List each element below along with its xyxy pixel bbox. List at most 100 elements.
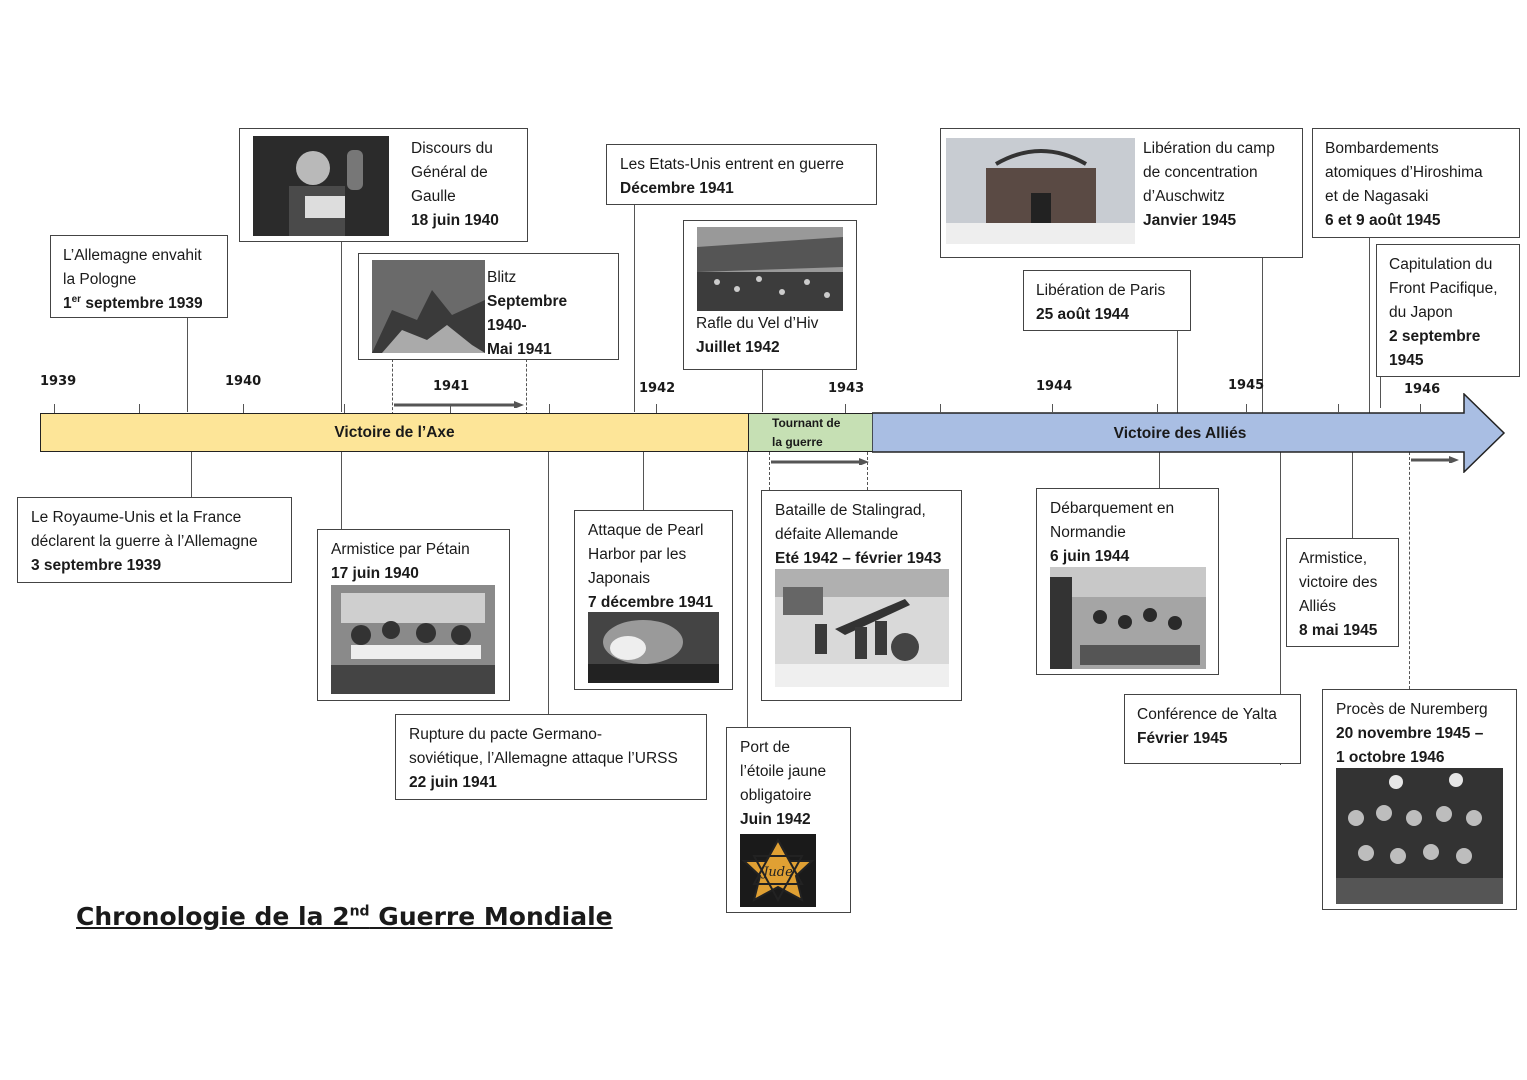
event-text: Les Etats-Unis entrent en guerre xyxy=(620,156,845,173)
year-1945: 1945 xyxy=(1228,378,1265,393)
tick xyxy=(1157,404,1158,413)
connector-declaration xyxy=(191,452,192,497)
event-date: 6 juin 1944 xyxy=(1050,548,1130,565)
event-etoile: Port de l’étoile jaune obligatoire Juin … xyxy=(726,727,851,913)
photo-vel-dhiv-icon xyxy=(697,227,843,311)
event-date: 17 juin 1940 xyxy=(331,565,419,582)
event-text: Bombardements xyxy=(1325,140,1439,157)
year-1941: 1941 xyxy=(433,379,470,394)
connector-veldhiv xyxy=(762,370,763,412)
connector-pearl xyxy=(643,452,644,510)
event-text: Rupture du pacte Germano- xyxy=(409,726,602,743)
tick-1943 xyxy=(845,404,846,413)
tick-1946 xyxy=(1420,404,1421,413)
event-paris: Libération de Paris 25 août 1944 xyxy=(1023,270,1191,331)
band-victoire-axe: Victoire de l’Axe xyxy=(40,413,748,452)
event-text: Armistice, xyxy=(1299,550,1368,567)
event-date: 6 et 9 août 1945 xyxy=(1325,212,1441,229)
event-text: d’Auschwitz xyxy=(1143,188,1225,205)
event-text: obligatoire xyxy=(740,787,812,804)
connector-blitz-start xyxy=(392,359,393,415)
tick-1942 xyxy=(656,404,657,413)
event-text: Bataille de Stalingrad, xyxy=(775,502,926,519)
event-text: Port de xyxy=(740,739,790,756)
tick-1941 xyxy=(450,404,451,413)
event-veldhiv: Rafle du Vel d’Hiv Juillet 1942 xyxy=(683,220,857,370)
event-date: 1er septembre 1939 xyxy=(63,293,203,312)
event-text: atomiques d’Hiroshima xyxy=(1325,164,1483,181)
event-date: Mai 1941 xyxy=(487,341,552,358)
event-date: 20 novembre 1945 – xyxy=(1336,725,1484,742)
connector-paris xyxy=(1177,330,1178,413)
event-pearl: Attaque de Pearl Harbor par les Japonais… xyxy=(574,510,733,690)
event-urss: Rupture du pacte Germano- soviétique, l’… xyxy=(395,714,707,800)
event-date: 18 juin 1940 xyxy=(411,212,499,229)
event-date: 1945 xyxy=(1389,352,1424,369)
connector-yalta xyxy=(1280,452,1281,765)
event-date: Juillet 1942 xyxy=(696,339,780,356)
event-date: 8 mai 1945 xyxy=(1299,622,1378,639)
event-text: victoire des xyxy=(1299,574,1378,591)
band-tournant: Tournant de la guerre xyxy=(748,413,873,452)
year-1943: 1943 xyxy=(828,381,865,396)
duration-arrow-nuremberg xyxy=(1411,456,1459,463)
connector-etoile xyxy=(747,452,748,727)
event-text: Normandie xyxy=(1050,524,1126,541)
band-tournant-l2: la guerre xyxy=(772,434,823,449)
event-date: Septembre 1940- xyxy=(487,293,568,334)
svg-text:Jude: Jude xyxy=(760,865,793,880)
photo-pearl-harbor-icon xyxy=(588,612,719,683)
connector-auschwitz xyxy=(1262,258,1263,413)
connector-pologne xyxy=(187,317,188,412)
yellow-star-icon: Jude xyxy=(740,834,816,907)
tick-1940 xyxy=(243,404,244,413)
event-blitz: Blitz Septembre 1940- Mai 1941 xyxy=(358,253,619,360)
event-date: Juin 1942 xyxy=(740,811,811,828)
event-date: Février 1945 xyxy=(1137,730,1228,747)
event-text: Capitulation du xyxy=(1389,256,1493,273)
connector-usa xyxy=(634,205,635,412)
connector-normandie xyxy=(1159,452,1160,488)
year-1939: 1939 xyxy=(40,374,77,389)
band-allies-arrow xyxy=(872,393,1506,473)
event-date: 7 décembre 1941 xyxy=(588,594,713,611)
event-text: Le Royaume-Unis et la France xyxy=(31,509,242,526)
connector-stalingrad-start xyxy=(769,452,770,490)
year-1946: 1946 xyxy=(1404,382,1441,397)
event-normandie: Débarquement en Normandie 6 juin 1944 xyxy=(1036,488,1219,675)
connector-degaulle xyxy=(341,242,342,412)
event-date: 22 juin 1941 xyxy=(409,774,497,791)
event-text: Procès de Nuremberg xyxy=(1336,701,1488,718)
event-auschwitz: Libération du camp de concentration d’Au… xyxy=(940,128,1303,258)
tick-1944 xyxy=(1052,404,1053,413)
tick xyxy=(1338,404,1339,413)
event-declaration: Le Royaume-Unis et la France déclarent l… xyxy=(17,497,292,583)
event-text: Rafle du Vel d’Hiv xyxy=(696,315,819,332)
connector-japon xyxy=(1380,376,1381,408)
event-pologne: L’Allemagne envahit la Pologne 1er septe… xyxy=(50,235,228,318)
photo-normandie-icon xyxy=(1050,567,1206,669)
event-stalingrad: Bataille de Stalingrad, défaite Allemand… xyxy=(761,490,962,701)
event-text: et de Nagasaki xyxy=(1325,188,1429,205)
event-usa: Les Etats-Unis entrent en guerre Décembr… xyxy=(606,144,877,205)
event-text: Discours du xyxy=(411,140,493,157)
event-text: soviétique, l’Allemagne attaque l’URSS xyxy=(409,750,678,767)
band-axe-label: Victoire de l’Axe xyxy=(334,423,455,441)
duration-arrow-blitz xyxy=(394,401,524,408)
year-1944: 1944 xyxy=(1036,379,1073,394)
tick xyxy=(940,404,941,413)
tick xyxy=(139,404,140,413)
event-text: Conférence de Yalta xyxy=(1137,706,1277,723)
event-text: Libération de Paris xyxy=(1036,282,1166,299)
event-text: de concentration xyxy=(1143,164,1258,181)
photo-nuremberg-icon xyxy=(1336,768,1503,904)
tick xyxy=(549,404,550,413)
event-text: L’Allemagne envahit xyxy=(63,247,202,264)
photo-auschwitz-icon xyxy=(946,138,1135,244)
event-date: 2 septembre xyxy=(1389,328,1481,345)
band-tournant-l1: Tournant de xyxy=(772,415,841,430)
event-text: Gaulle xyxy=(411,188,456,205)
event-armistice45: Armistice, victoire des Alliés 8 mai 194… xyxy=(1286,538,1399,647)
event-date: Décembre 1941 xyxy=(620,180,734,197)
event-japon: Capitulation du Front Pacifique, du Japo… xyxy=(1376,244,1520,377)
